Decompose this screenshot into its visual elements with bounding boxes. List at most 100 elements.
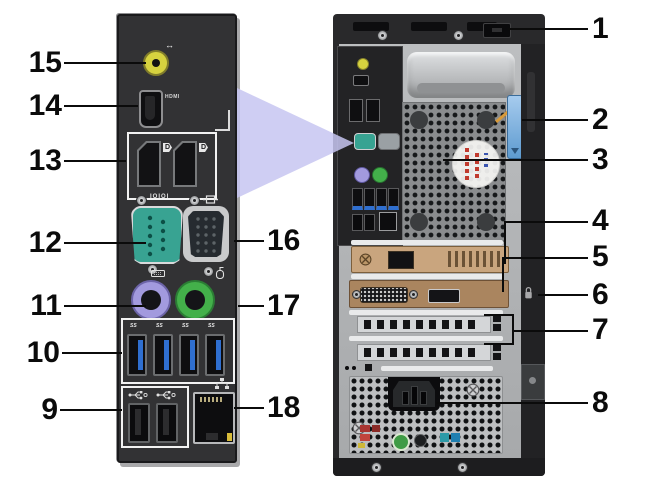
- handle-lip: [417, 83, 505, 93]
- callout-line-18: [234, 407, 264, 409]
- latch-arrow: [511, 148, 519, 154]
- mouse-icon: [215, 266, 225, 279]
- callout-line-17: [238, 305, 264, 307]
- serial-screw-bottom: [147, 264, 158, 275]
- screw-icon: [359, 253, 372, 266]
- screw-icon: [466, 383, 480, 397]
- psu-sticker-blue: [451, 433, 460, 442]
- slot-filler-1: [357, 316, 491, 333]
- tower-line-out-port: [357, 58, 369, 70]
- top-screw: [453, 30, 464, 41]
- callout-number-1: 1: [592, 12, 609, 45]
- psu-sticker-green-circle: [392, 433, 410, 451]
- callout-number-5: 5: [592, 240, 609, 273]
- psu-sticker-red: [360, 434, 370, 441]
- fan-mount-hole: [477, 213, 495, 231]
- fan-mount-hole: [477, 111, 495, 129]
- tower-ethernet-port: [379, 212, 397, 231]
- label-mark: [465, 148, 469, 180]
- usb3-ss-label: SS: [156, 323, 163, 329]
- hdmi-port: [139, 90, 163, 128]
- ps2-keyboard-port: [131, 280, 171, 320]
- bottom-screw: [457, 462, 468, 473]
- callout-number-14: 14: [28, 89, 62, 122]
- fan-mount-hole: [410, 213, 428, 231]
- callout-number-7: 7: [592, 313, 609, 346]
- edge-hinge: [521, 364, 545, 400]
- hinge-dot: [529, 377, 536, 384]
- chassis-dot: [345, 366, 349, 370]
- callout-line-5: [502, 257, 588, 259]
- padlock-icon: [525, 286, 532, 299]
- tower-ps2-keyboard-port: [354, 167, 370, 183]
- expansion-card-2: [349, 280, 509, 308]
- serial-port: [131, 206, 183, 264]
- tower-hdmi-port: [353, 75, 369, 86]
- displayport-group-box: D D: [127, 132, 217, 200]
- ethernet-port: [193, 392, 235, 444]
- callout-number-6: 6: [592, 278, 609, 311]
- panel-corner-mark: [215, 110, 230, 131]
- callout-number-2: 2: [592, 103, 609, 136]
- displayport-logo-icon: D: [199, 143, 208, 152]
- callout-line-7: [512, 330, 588, 332]
- filler1-tab: [493, 324, 501, 331]
- callout-line-9: [60, 409, 122, 411]
- chassis-square: [365, 364, 372, 371]
- cable-cover-slot: [483, 23, 511, 38]
- hdmi-slot: [145, 96, 155, 120]
- psu-sticker-teal: [440, 433, 449, 442]
- vga-screw-bottom: [203, 266, 214, 277]
- callout-number-17: 17: [267, 289, 301, 322]
- edge-groove: [527, 72, 535, 132]
- bottom-edge: [333, 458, 545, 476]
- filler2-tab: [493, 353, 501, 360]
- callout-number-8: 8: [592, 386, 609, 419]
- ethernet-led: [227, 433, 232, 441]
- fan-mount-hole: [410, 111, 428, 129]
- tower-usb3-port: [388, 188, 399, 210]
- usb3-port-1: [127, 334, 147, 376]
- displayport-1: [137, 141, 161, 187]
- usb-icon: [156, 391, 176, 400]
- expansion-card-1: [351, 246, 509, 273]
- io-panel-zoomed: ↔ HDMI D D IOIOI: [117, 14, 237, 463]
- usb3-port-4: [205, 334, 225, 376]
- callout-number-3: 3: [592, 143, 609, 176]
- callout-number-10: 10: [26, 336, 60, 369]
- tower-usb2-port: [364, 214, 375, 231]
- tower-usb3-port: [364, 188, 375, 210]
- ps2-mouse-port: [175, 280, 215, 320]
- card2-displayport: [428, 289, 460, 303]
- slot-rail: [381, 366, 493, 371]
- card2-dvi-port: [360, 287, 408, 303]
- callout-line-13: [64, 160, 126, 162]
- line-out-icon: ↔: [165, 40, 174, 50]
- callout-line-16: [234, 240, 264, 242]
- psu-sticker-red: [372, 425, 380, 432]
- side-edge: [521, 44, 545, 458]
- displayport-2: [173, 141, 197, 187]
- computer-rear-view: [333, 14, 545, 476]
- callout-line-5: [502, 257, 504, 292]
- callout-line-3: [443, 159, 588, 161]
- bottom-screw: [371, 462, 382, 473]
- usb2-group-box: [121, 386, 189, 448]
- psu-sticker-black-circle: [414, 434, 427, 447]
- filler2-tab: [493, 344, 501, 351]
- vga-screw-top: [189, 195, 200, 206]
- power-pin: [402, 391, 409, 405]
- vga-port: [183, 206, 229, 262]
- top-vent: [467, 22, 497, 31]
- callout-number-9: 9: [41, 393, 58, 426]
- ethernet-notch: [206, 433, 218, 440]
- callout-line-4: [504, 221, 588, 223]
- vga-inner: [188, 211, 224, 257]
- usb2-port-2: [156, 403, 178, 443]
- callout-line-7: [512, 314, 514, 345]
- power-pin: [420, 391, 427, 405]
- psu-sticker-red: [360, 425, 370, 432]
- fan-warning-label: [452, 140, 500, 188]
- tower-io-panel: [337, 46, 403, 246]
